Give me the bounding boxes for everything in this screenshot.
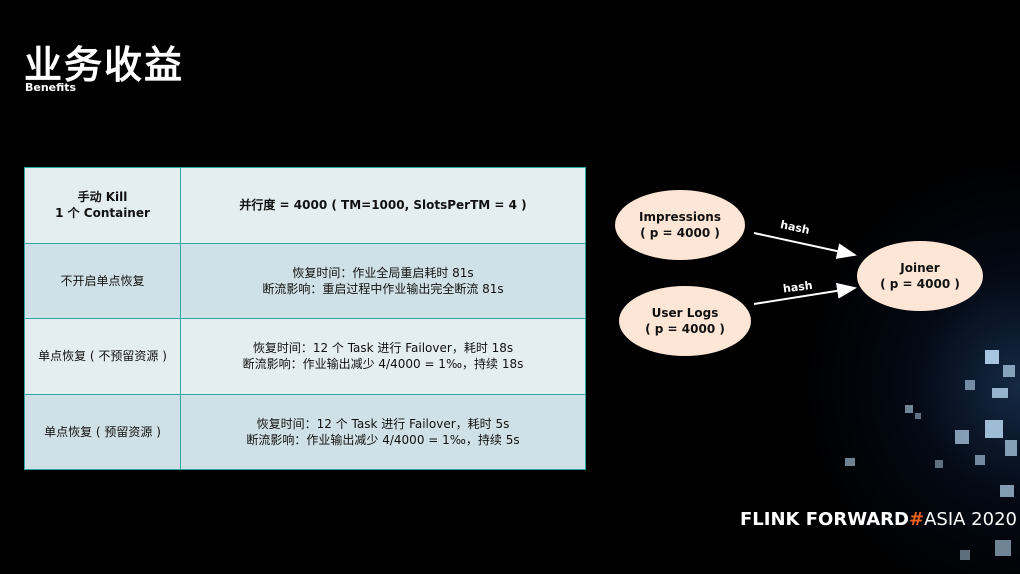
row-label: 不开启单点恢复 [24, 242, 181, 319]
row-label: 单点恢复 ( 不预留资源 ) [24, 318, 181, 395]
edge-label-hash: hash [779, 218, 811, 237]
node-joiner [857, 241, 983, 311]
slide-title: 业务收益 [24, 43, 185, 87]
node-user-logs-name: User Logs [652, 306, 719, 320]
interruption-impact: 断流影响：作业输出减少 4/4000 = 1‰，持续 18s [242, 357, 524, 372]
node-user-logs [619, 286, 751, 356]
background-glow [800, 154, 1020, 574]
brand-hash: # [908, 509, 925, 530]
edge-label-hash: hash [782, 279, 813, 296]
row-detail: 恢复时间：12 个 Task 进行 Failover，耗时 18s 断流影响：作… [180, 318, 586, 395]
edge-impressions-joiner [753, 232, 857, 259]
header-scenario-line1: 手动 Kill [77, 190, 128, 205]
node-impressions [615, 190, 745, 260]
brand-logo: FLINK FORWARD#ASIA 2020 [740, 509, 1017, 530]
node-joiner-parallelism: ( p = 4000 ) [880, 277, 960, 291]
edge-userlogs-joiner [753, 282, 857, 305]
brand-asia-2020: ASIA 2020 [924, 509, 1017, 530]
interruption-impact: 断流影响：作业输出减少 4/4000 = 1‰，持续 5s [246, 432, 520, 447]
header-cell-scenario: 手动 Kill 1 个 Container [24, 167, 181, 244]
header-cell-parallelism: 并行度 = 4000 ( TM=1000, SlotsPerTM = 4 ) [180, 167, 586, 244]
node-user-logs-parallelism: ( p = 4000 ) [645, 322, 725, 336]
benefits-table: 手动 Kill 1 个 Container 并行度 = 4000 ( TM=10… [24, 167, 586, 470]
slide-subtitle: Benefits [25, 81, 77, 94]
table-header-row: 手动 Kill 1 个 Container 并行度 = 4000 ( TM=10… [24, 167, 586, 244]
node-impressions-parallelism: ( p = 4000 ) [640, 226, 720, 240]
table-row: 不开启单点恢复 恢复时间：作业全局重启耗时 81s 断流影响：重启过程中作业输出… [24, 242, 586, 319]
brand-flink-forward: FLINK FORWARD [740, 509, 909, 530]
table-row: 单点恢复 ( 预留资源 ) 恢复时间：12 个 Task 进行 Failover… [24, 393, 586, 470]
header-parallelism: 并行度 = 4000 ( TM=1000, SlotsPerTM = 4 ) [239, 198, 527, 213]
table-row: 单点恢复 ( 不预留资源 ) 恢复时间：12 个 Task 进行 Failove… [24, 318, 586, 395]
recovery-time: 恢复时间：12 个 Task 进行 Failover，耗时 5s [256, 416, 510, 431]
node-impressions-name: Impressions [639, 210, 721, 224]
recovery-time: 恢复时间：12 个 Task 进行 Failover，耗时 18s [252, 341, 514, 356]
header-scenario-line2: 1 个 Container [55, 206, 150, 221]
row-detail: 恢复时间：12 个 Task 进行 Failover，耗时 5s 断流影响：作业… [180, 393, 586, 470]
recovery-time: 恢复时间：作业全局重启耗时 81s [292, 265, 474, 280]
interruption-impact: 断流影响：重启过程中作业输出完全断流 81s [262, 281, 504, 296]
row-label: 单点恢复 ( 预留资源 ) [24, 393, 181, 470]
row-detail: 恢复时间：作业全局重启耗时 81s 断流影响：重启过程中作业输出完全断流 81s [180, 242, 586, 319]
node-joiner-name: Joiner [899, 261, 940, 275]
job-graph-diagram: hash hash Impressions ( p = 4000 ) User … [615, 190, 983, 356]
